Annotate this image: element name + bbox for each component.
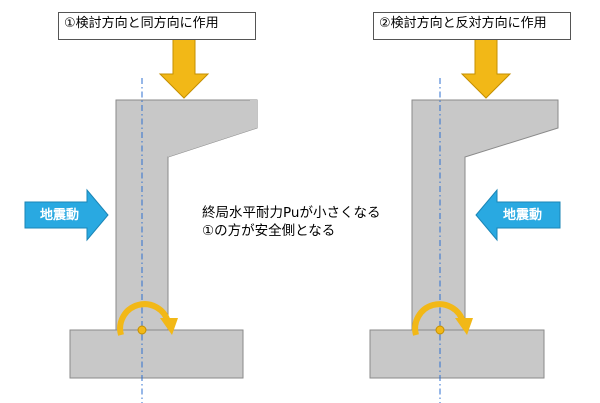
conclusion-note: 終局水平耐力Puが小さくなる ①の方が安全側となる bbox=[202, 204, 390, 240]
right-moment-arrow-icon bbox=[412, 301, 473, 336]
right-structure bbox=[369, 78, 559, 403]
right-earthquake-arrow-icon bbox=[475, 188, 561, 242]
case2-label: ②検討方向と反対方向に作用 bbox=[373, 12, 571, 40]
note-line2: ①の方が安全側となる bbox=[202, 223, 336, 239]
earthquake-label-left: 地震動 bbox=[40, 208, 80, 223]
left-footing bbox=[69, 329, 244, 379]
left-load-arrow-icon bbox=[158, 37, 210, 99]
earthquake-label-right: 地震動 bbox=[503, 208, 543, 223]
right-footing bbox=[369, 329, 545, 379]
note-line1: 終局水平耐力Puが小さくなる bbox=[202, 205, 381, 221]
right-load-arrow-icon bbox=[460, 37, 512, 99]
left-moment-arrow-icon bbox=[117, 301, 178, 336]
left-beam-taper bbox=[168, 100, 257, 157]
left-structure bbox=[69, 78, 258, 403]
case1-label: ①検討方向と同方向に作用 bbox=[58, 12, 256, 40]
left-earthquake-arrow-icon bbox=[24, 188, 109, 242]
